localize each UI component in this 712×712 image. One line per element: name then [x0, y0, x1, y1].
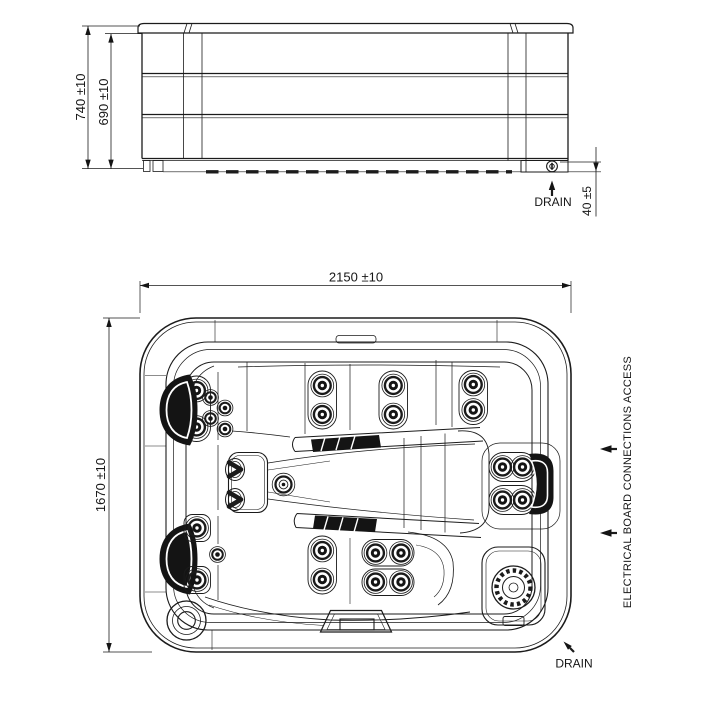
dim-shell-height-label: 690 ±10	[96, 79, 111, 126]
dim-depth-label: 1670 ±10	[93, 458, 108, 512]
headrest-top-left	[158, 373, 199, 447]
top-bench-contours	[192, 360, 501, 609]
electrical-arrow-icon	[600, 529, 617, 537]
plan-drain-label: DRAIN	[555, 657, 592, 671]
headrest-right	[529, 453, 554, 515]
dim-overall-height-label: 740 ±10	[73, 74, 88, 121]
footwell-jet	[271, 472, 296, 497]
drain-arrow-icon	[563, 641, 575, 653]
plan-drain-callout: DRAIN	[555, 641, 593, 671]
control-panel	[319, 609, 393, 633]
plan-view: 2150 ±10 1670 ±10 ELECTRICAL BOARD CONNE…	[93, 270, 634, 671]
side-feet	[143, 160, 164, 172]
footwell-pod	[225, 451, 269, 514]
dim-drain-clearance: 40 ±5	[560, 147, 601, 217]
lounger	[267, 427, 490, 538]
dim-drain-clearance-label: 40 ±5	[580, 186, 594, 216]
waterfall-detail	[335, 335, 377, 344]
side-cover	[137, 22, 574, 34]
electrical-access-callout: ELECTRICAL BOARD CONNECTIONS ACCESS	[600, 356, 634, 608]
side-view: 740 ±10 690 ±10 40 ±5 DRAIN	[73, 22, 601, 217]
bottom-left-jet-cluster	[183, 514, 227, 594]
lounger-grip-top	[311, 435, 381, 452]
side-drain-callout: DRAIN	[534, 180, 572, 209]
side-drain-label: DRAIN	[534, 195, 571, 209]
dim-width: 2150 ±10	[139, 270, 572, 313]
underwater-light	[166, 600, 207, 641]
lounger-grip-bottom	[313, 515, 377, 532]
control-valve-knob	[481, 546, 546, 626]
drain-arrow-icon	[548, 180, 556, 196]
electrical-arrow-icon	[600, 445, 617, 453]
side-cabinet	[141, 33, 569, 172]
control-panel-display	[339, 618, 375, 631]
dim-width-label: 2150 ±10	[329, 270, 383, 285]
dim-shell-height: 690 ±10	[96, 33, 142, 169]
bottom-bench-jets	[204, 531, 471, 626]
electrical-access-label: ELECTRICAL BOARD CONNECTIONS ACCESS	[622, 356, 634, 608]
top-bench-jet-dumbbells	[307, 370, 488, 430]
dim-overall-height: 740 ±10	[73, 25, 143, 169]
dim-depth: 1670 ±10	[93, 317, 152, 653]
